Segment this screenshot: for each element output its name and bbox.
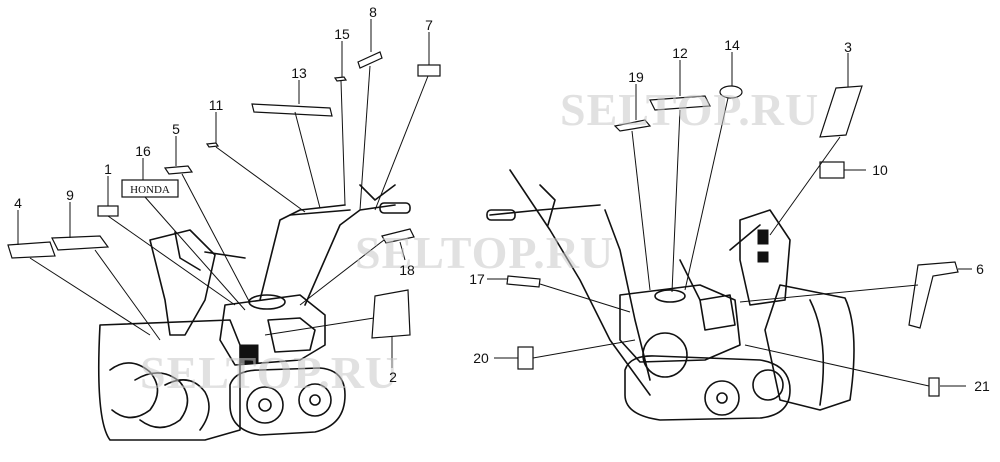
fuel-cap [248, 294, 286, 310]
callout-14: 14 [724, 37, 740, 53]
discharge-chute [149, 229, 216, 336]
handle-right [304, 204, 396, 306]
housing-edge [809, 299, 825, 406]
handle-crossbar [489, 204, 601, 216]
watermark: SELTOP.RU [560, 84, 819, 135]
recoil-starter [642, 332, 688, 378]
decal-6 [908, 261, 959, 329]
decal-16-text: HONDA [130, 184, 170, 196]
right-snowblower [486, 169, 855, 421]
callout-2: 2 [389, 369, 397, 385]
auger-blade [134, 372, 189, 429]
chute-crank [539, 184, 556, 226]
decal-11 [205, 142, 220, 148]
chute-deflector [174, 231, 201, 271]
decal-15 [333, 76, 348, 82]
decal-18 [381, 228, 415, 244]
idler-wheel [752, 369, 784, 401]
decal-12 [649, 95, 711, 111]
track [229, 367, 346, 436]
decal-17 [506, 275, 541, 288]
control-box [699, 294, 736, 331]
watermarks: SELTOP.RU SELTOP.RU SELTOP.RU [140, 84, 819, 398]
auger-housing [764, 284, 855, 411]
handle-left [259, 204, 346, 301]
idler-hub [309, 394, 321, 406]
handle-crossbar [289, 209, 351, 216]
callout-19: 19 [628, 69, 644, 85]
decal-8 [357, 51, 383, 69]
engine-cover [267, 317, 316, 353]
callout-10: 10 [872, 162, 888, 178]
auger-housing [97, 319, 241, 441]
lever [679, 259, 701, 301]
callout-4: 4 [14, 195, 22, 211]
callout-17: 17 [469, 271, 485, 287]
engine-panel [239, 344, 259, 364]
callout-8: 8 [369, 4, 377, 20]
callout-13: 13 [291, 65, 307, 81]
decal-1 [97, 205, 119, 217]
chute-crank [359, 184, 396, 201]
decal-7 [417, 64, 441, 77]
chute-mark-2 [757, 251, 769, 263]
callout-6: 6 [976, 261, 984, 277]
callout-9: 9 [66, 187, 74, 203]
callout-15: 15 [334, 26, 350, 42]
decal-16 [121, 179, 179, 198]
callout-16: 16 [135, 143, 151, 159]
decal-3 [819, 85, 863, 138]
auger-blade [164, 379, 210, 431]
decals-right [506, 85, 959, 397]
callout-5: 5 [172, 121, 180, 137]
drive-wheel [704, 380, 740, 416]
decal-19 [613, 119, 652, 132]
engine [219, 294, 326, 366]
left-snowblower [97, 184, 411, 441]
chute-mark [757, 229, 769, 245]
handle-grip [379, 202, 411, 214]
decal-9 [51, 235, 110, 251]
drive-hub [258, 398, 272, 412]
callout-21: 21 [974, 378, 990, 394]
decal-5 [163, 165, 194, 175]
decal-10 [819, 161, 845, 179]
handle-right [604, 209, 651, 381]
fuel-cap [654, 289, 686, 303]
watermark: SELTOP.RU [355, 227, 614, 278]
leader-lines [17, 19, 972, 387]
decal-4 [7, 241, 56, 259]
engine [619, 284, 741, 363]
decal-2 [371, 289, 411, 339]
decals-left: HONDA [7, 51, 441, 339]
watermark: SELTOP.RU [140, 347, 399, 398]
auger-blade [109, 362, 159, 419]
drive-hub [716, 392, 728, 404]
decal-20 [517, 346, 534, 370]
callout-20: 20 [473, 350, 489, 366]
drive-wheel [246, 386, 284, 424]
decal-13 [251, 103, 333, 117]
callout-numbers: 1 2 3 4 5 6 7 8 9 10 11 12 13 14 15 16 1… [14, 4, 990, 394]
decal-21 [928, 377, 940, 397]
callout-1: 1 [104, 161, 112, 177]
callout-11: 11 [209, 97, 224, 113]
callout-12: 12 [672, 45, 688, 61]
decal-14 [719, 85, 743, 99]
idler-wheel [298, 383, 332, 417]
callout-18: 18 [399, 262, 415, 278]
callout-3: 3 [844, 39, 852, 55]
chute-rod [729, 224, 761, 251]
callout-7: 7 [425, 17, 433, 33]
discharge-chute [739, 209, 791, 306]
handle-grip [486, 209, 516, 221]
